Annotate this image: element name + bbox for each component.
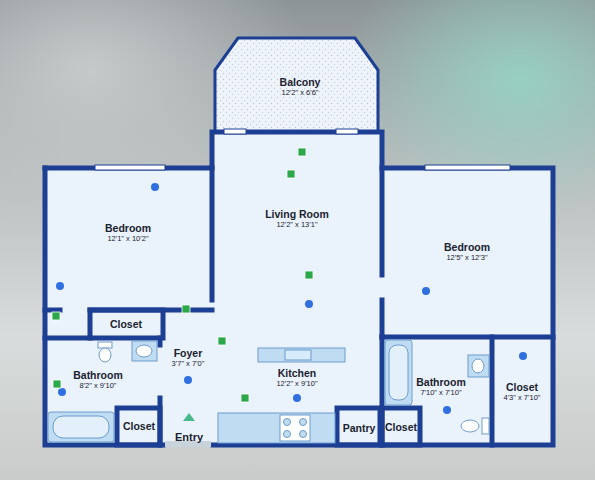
room-name: Closet <box>385 421 417 433</box>
room: Kitchen12'2" x 9'10" <box>215 345 380 408</box>
room-dimensions: 3'7" x 7'0" <box>172 359 205 369</box>
room-name: Closet <box>504 381 541 393</box>
green-markers <box>52 148 313 402</box>
room-dimensions: 12'2" x 9'10" <box>276 379 317 389</box>
room: Closet <box>117 408 160 445</box>
room: Bathroom8'2" x 9'10" <box>45 338 160 408</box>
room-text: Kitchen12'2" x 9'10" <box>276 367 317 389</box>
room: Balcony12'2" x 6'6" <box>215 38 378 132</box>
room-name: Balcony <box>280 76 321 88</box>
room-name: Foyer <box>172 347 205 359</box>
balcony-outline <box>215 38 378 132</box>
room-text: Pantry <box>343 422 376 434</box>
blue-markers <box>56 183 527 414</box>
room-dimensions: 12'2" x 13'1" <box>265 220 329 230</box>
room-dimensions: 7'10" x 7'10" <box>416 388 466 398</box>
fixtures <box>48 340 489 443</box>
room: Bedroom12'1" x 10'2" <box>45 168 212 310</box>
room-name: Closet <box>110 318 142 330</box>
room-text: Closet <box>385 421 417 433</box>
floor <box>45 132 553 445</box>
windows <box>95 129 510 170</box>
room-name: Bedroom <box>105 222 151 234</box>
room-dimensions: 4'3" x 7'10" <box>504 393 541 403</box>
walls <box>45 132 553 445</box>
entry-arrow <box>183 413 195 421</box>
room: Foyer3'7" x 7'0" <box>163 310 213 408</box>
room-name: Bathroom <box>73 369 123 381</box>
room: Pantry <box>337 408 380 445</box>
room-dimensions: 8'2" x 9'10" <box>73 381 123 391</box>
room-dimensions: 12'1" x 10'2" <box>105 234 151 244</box>
room-text: Closet <box>110 318 142 330</box>
room: Closet4'3" x 7'10" <box>492 337 553 445</box>
room-dimensions: 12'2" x 6'6" <box>280 88 321 98</box>
room-text: Bedroom12'5" x 12'3" <box>444 241 490 263</box>
room-name: Bathroom <box>416 376 466 388</box>
room-text: Bathroom8'2" x 9'10" <box>73 369 123 391</box>
room-name: Bedroom <box>444 241 490 253</box>
room-text: Living Room12'2" x 13'1" <box>265 208 329 230</box>
room: Bathroom7'10" x 7'10" <box>382 337 492 408</box>
room-text: Closet4'3" x 7'10" <box>504 381 541 403</box>
room-text: Balcony12'2" x 6'6" <box>280 76 321 98</box>
room-name: Kitchen <box>276 367 317 379</box>
room-text: Bathroom7'10" x 7'10" <box>416 376 466 398</box>
room-text: Bedroom12'1" x 10'2" <box>105 222 151 244</box>
room-name: Closet <box>123 420 155 432</box>
room: Living Room12'2" x 13'1" <box>212 132 382 345</box>
room-name: Pantry <box>343 422 376 434</box>
room-text: Foyer3'7" x 7'0" <box>172 347 205 369</box>
room: Bedroom12'5" x 12'3" <box>382 168 553 337</box>
room-dimensions: 12'5" x 12'3" <box>444 253 490 263</box>
room: Closet <box>90 310 163 338</box>
room-text: Closet <box>123 420 155 432</box>
room-name: Living Room <box>265 208 329 220</box>
room: Closet <box>382 408 420 445</box>
entry-label: Entry <box>175 431 203 443</box>
